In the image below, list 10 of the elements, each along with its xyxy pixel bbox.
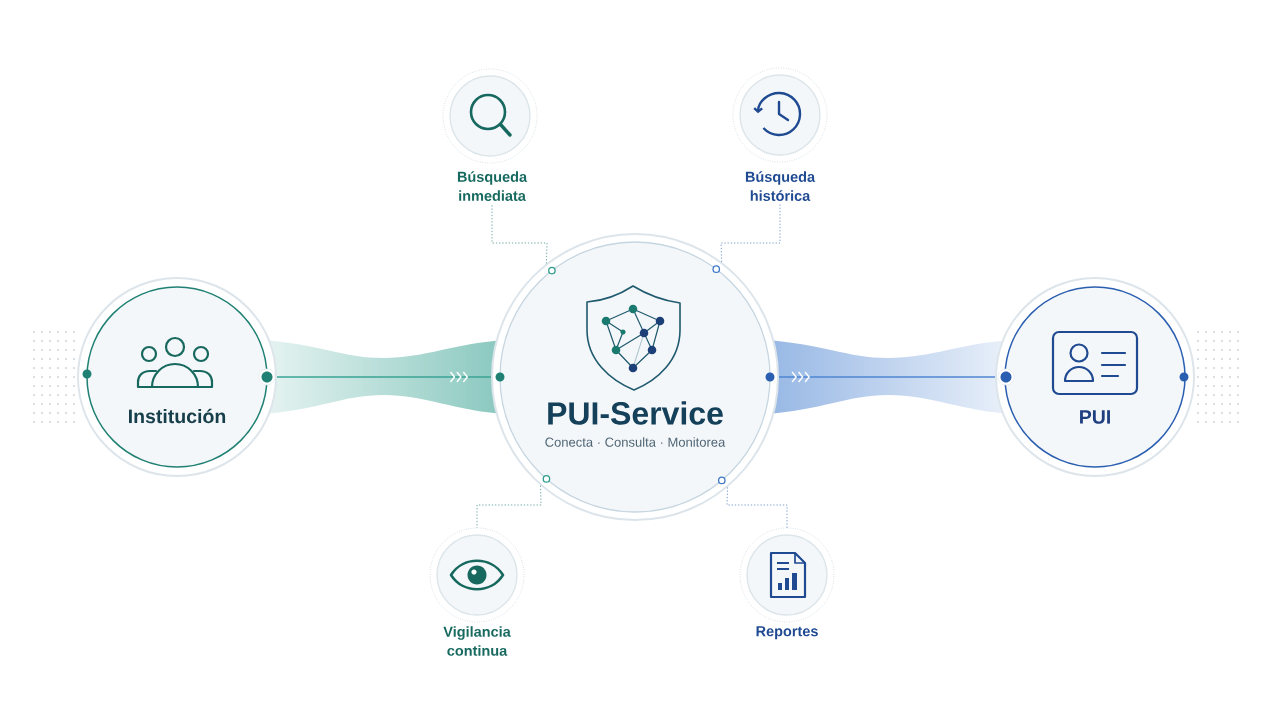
circle-node: PUI	[995, 277, 1195, 477]
dotted-connector	[720, 202, 781, 263]
dotted-connector	[491, 202, 548, 264]
circle-node: Institución	[77, 277, 277, 477]
feature-label: Vigilancia continua	[443, 626, 511, 656]
feature-label: Reportes	[756, 626, 818, 640]
dotted-connector	[476, 485, 542, 529]
feature-label: Búsqueda inmediata	[457, 171, 528, 201]
dotted-connector	[726, 486, 788, 529]
feature-label: Búsqueda histórica	[745, 171, 816, 201]
